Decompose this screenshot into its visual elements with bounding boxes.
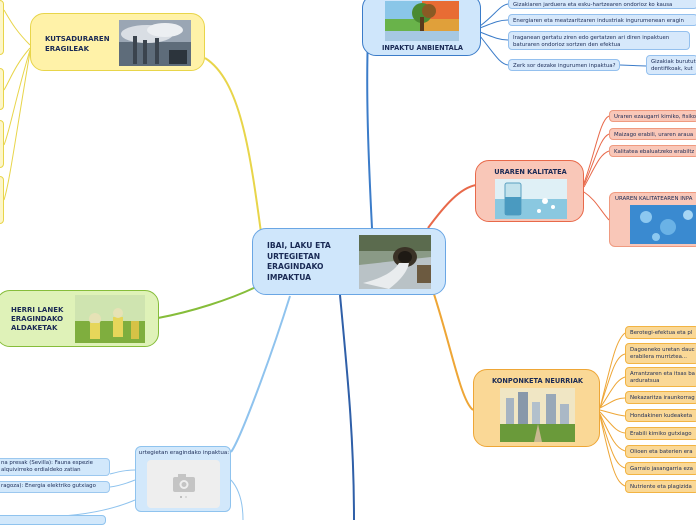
left-yellow-leaf-2[interactable]: [0, 68, 4, 110]
node-title: KUTSADURAREN ERAGILEAK: [45, 34, 117, 54]
node-herri-lanek[interactable]: HERRI LANEK ERAGINDAKO ALDAKETAK: [0, 290, 159, 347]
leaf-text: na presak (Sevilla): Fauna espezie: [1, 460, 105, 467]
leaf-text: URAREN KALITATEAREN INPA: [615, 196, 692, 202]
leaf-text: Gizakiaren jarduera eta esku-hartzearen …: [513, 0, 693, 9]
node-title: INPAKTU ANBIENTALA: [363, 44, 482, 52]
leaf-text: Energiaren eta meatzaritzaren industriak…: [513, 16, 693, 25]
node-inpaktu-anbientala[interactable]: INPAKTU ANBIENTALA: [362, 0, 481, 56]
leaf-text: Gizakiak burutut: [651, 57, 693, 66]
image-placeholder: [147, 460, 220, 508]
node-title: urtegietan eragindako inpaktua:: [136, 450, 232, 456]
leaf-text: Uraren ezaugarri kimiko, fisiko: [614, 112, 694, 121]
urtegietan-leaf-3[interactable]: [0, 515, 106, 525]
leaf-text: Kalitatea ebaluatzeko erabiltz: [614, 147, 694, 156]
urtegietan-leaf-2[interactable]: ragoza): Energia elektriko gutxiago: [0, 481, 110, 493]
leaf-text: alquivirreko erdialdeko zatian: [1, 467, 105, 474]
leaf-text: Berotegi-efektua eta pl: [630, 328, 694, 337]
left-yellow-leaf-3[interactable]: [0, 120, 4, 168]
uraren-leaf-4[interactable]: URAREN KALITATEAREN INPA: [609, 192, 696, 247]
leaf-text: Iraganean gertatu ziren edo gertatzen ar…: [513, 33, 685, 42]
green-city-image: [500, 388, 575, 442]
leaf-text: Hondakinen kudeaketa: [630, 411, 694, 420]
konponketa-leaf-5[interactable]: Hondakinen kudeaketa: [625, 409, 696, 422]
leaf-text: ragoza): Energia elektriko gutxiago: [1, 483, 105, 490]
uraren-leaf-1[interactable]: Uraren ezaugarri kimiko, fisiko: [609, 110, 696, 122]
node-uraren-kalitatea[interactable]: URAREN KALITATEA: [475, 160, 584, 222]
leaf-text: Erabili kimiko gutxiago: [630, 429, 694, 438]
inpaktu-leaf-3[interactable]: Iraganean gertatu ziren edo gertatzen ar…: [508, 31, 690, 50]
water-sample-image: [495, 179, 567, 219]
leaf-text: arduratsua: [630, 378, 694, 385]
leaf-text: Nekazaritza iraunkorrag: [630, 393, 694, 402]
konponketa-leaf-4[interactable]: Nekazaritza iraunkorrag: [625, 391, 696, 404]
factory-smoke-image: [119, 20, 191, 66]
leaf-text: Olioen eta baterien era: [630, 447, 694, 456]
center-title: IBAI, LAKU ETA URTEGIETAN ERAGINDAKO IMP…: [267, 241, 357, 283]
node-center-topic[interactable]: IBAI, LAKU ETA URTEGIETAN ERAGINDAKO IMP…: [252, 228, 446, 295]
inpaktu-subleaf[interactable]: Gizakiak burutut dentifikoak, kut: [646, 55, 696, 75]
node-kutsaduraren-eragileak[interactable]: KUTSADURAREN ERAGILEAK: [30, 13, 205, 71]
node-title: HERRI LANEK ERAGINDAKO ALDAKETAK: [11, 306, 81, 333]
node-title: KONPONKETA NEURRIAK: [474, 377, 601, 385]
leaf-text: Dagoeneko uretan dauc: [630, 345, 694, 354]
uraren-leaf-2[interactable]: Maizago erabili, uraren araua: [609, 128, 696, 140]
inpaktu-leaf-4[interactable]: Zerk sor dezake ingurumen inpaktua?: [508, 59, 620, 71]
leaf-text: Garraio jasangarria eza: [630, 464, 694, 473]
node-konponketa-neurriak[interactable]: KONPONKETA NEURRIAK: [473, 369, 600, 447]
konponketa-leaf-9[interactable]: Nutriente eta plagizida: [625, 480, 696, 493]
node-title: URAREN KALITATEA: [476, 168, 585, 176]
left-yellow-leaf-1[interactable]: [0, 0, 4, 55]
leaf-text: baturaren ondorioz sortzen den efektua: [513, 42, 685, 49]
leaf-text: Maizago erabili, uraren araua: [614, 130, 694, 139]
leaf-text: dentifikoak, kut: [651, 66, 693, 73]
leaf-text: Arrantzaren eta itsas ba: [630, 369, 694, 378]
konponketa-leaf-1[interactable]: Berotegi-efektua eta pl: [625, 326, 696, 339]
konponketa-leaf-6[interactable]: Erabili kimiko gutxiago: [625, 427, 696, 440]
konponketa-leaf-8[interactable]: Garraio jasangarria eza: [625, 462, 696, 475]
leaf-text: Zerk sor dezake ingurumen inpaktua?: [513, 61, 615, 70]
konponketa-leaf-7[interactable]: Olioen eta baterien era: [625, 445, 696, 458]
konponketa-leaf-2[interactable]: Dagoeneko uretan dauc erabilera murrizte…: [625, 343, 696, 364]
split-landscape-image: [385, 1, 459, 41]
urtegietan-leaf-1[interactable]: na presak (Sevilla): Fauna espezie alqui…: [0, 458, 110, 476]
konponketa-leaf-3[interactable]: Arrantzaren eta itsas ba arduratsua: [625, 367, 696, 387]
left-yellow-leaf-4[interactable]: [0, 176, 4, 224]
leaf-text: erabilera murriztea...: [630, 354, 694, 361]
water-drops-image: [630, 205, 696, 244]
uraren-leaf-3[interactable]: Kalitatea ebaluatzeko erabiltz: [609, 145, 696, 157]
node-urtegietan[interactable]: urtegietan eragindako inpaktua:: [135, 446, 231, 512]
inpaktu-leaf-2[interactable]: Energiaren eta meatzaritzaren industriak…: [508, 14, 696, 26]
leaf-text: Nutriente eta plagizida: [630, 482, 694, 491]
inpaktu-leaf-1[interactable]: Gizakiaren jarduera eta esku-hartzearen …: [508, 0, 696, 9]
spraying-field-image: [75, 295, 145, 343]
sewage-pipe-image: [359, 235, 431, 289]
